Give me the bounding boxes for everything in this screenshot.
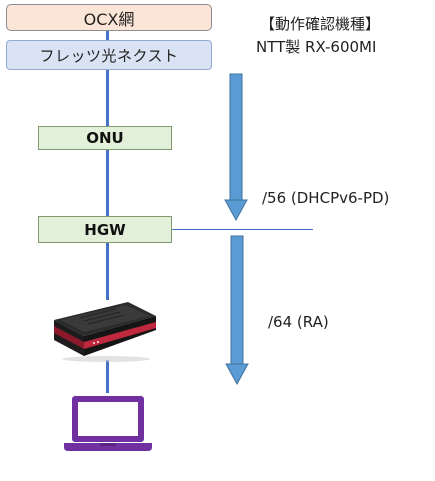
hgw-boundary-line [172, 229, 313, 230]
device-model: NTT製 RX-600MI [256, 38, 377, 56]
laptop-icon [64, 396, 152, 451]
router-device-icon [54, 302, 156, 362]
hgw-box: HGW [38, 216, 172, 243]
onu-label: ONU [86, 129, 124, 147]
prefix-56-label: /56 (DHCPv6-PD) [262, 189, 390, 207]
line-service-box: フレッツ光ネクスト [6, 40, 212, 70]
link-onu-to-hgw [106, 150, 109, 216]
onu-box: ONU [38, 126, 172, 150]
link-line-to-onu [106, 70, 109, 126]
link-router-to-laptop [106, 360, 109, 393]
isp-label: OCX網 [83, 9, 135, 29]
isp-box: OCX網 [6, 4, 212, 31]
prefix-64-label: /64 (RA) [268, 313, 329, 331]
line-service-label: フレッツ光ネクスト [39, 46, 179, 65]
hgw-label: HGW [84, 220, 126, 239]
device-title: 【動作確認機種】 [260, 15, 381, 33]
link-hgw-to-router [106, 243, 109, 300]
link-isp-to-line [106, 31, 109, 40]
